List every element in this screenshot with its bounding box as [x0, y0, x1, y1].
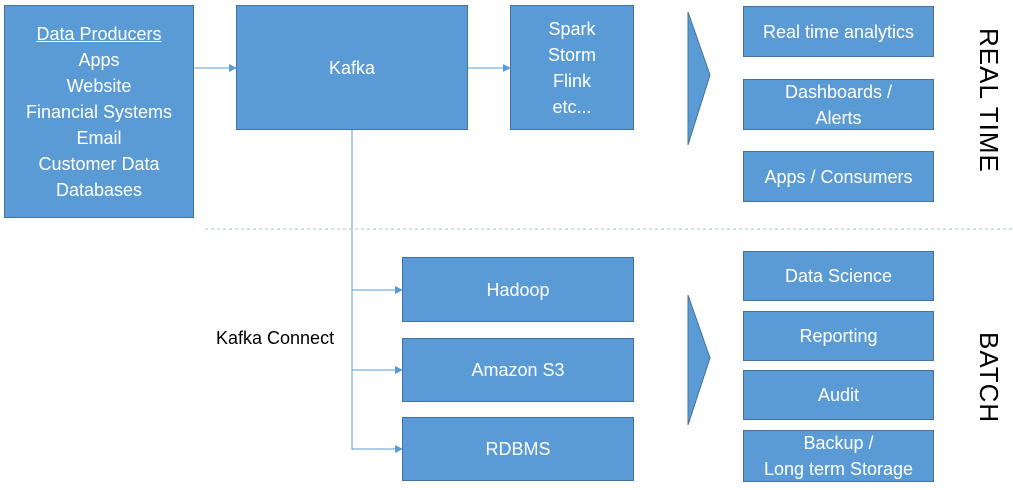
- stream-processors-box: Spark Storm Flink etc...: [510, 5, 634, 130]
- dashboards-label-line: Dashboards /: [784, 81, 893, 102]
- reporting-label: Reporting: [799, 326, 878, 346]
- producer-item: Website: [66, 75, 132, 96]
- apps-consumers-box: Apps / Consumers: [743, 151, 934, 202]
- rdbms-label: RDBMS: [485, 439, 551, 459]
- stream-processor-item: Storm: [547, 44, 596, 65]
- stream-processor-item: etc...: [552, 96, 592, 117]
- backup-storage-box: Backup / Long term Storage: [743, 430, 934, 482]
- batch-flow-arrow: [687, 294, 711, 426]
- data-science-label: Data Science: [784, 266, 893, 286]
- producer-item: Financial Systems: [25, 101, 173, 122]
- apps-consumers-label: Apps / Consumers: [764, 166, 913, 187]
- kafka-label: Kafka: [328, 57, 376, 78]
- realtime-analytics-label: Real time analytics: [762, 21, 915, 42]
- stream-processor-item: Spark: [548, 18, 596, 39]
- amazon-s3-box: Amazon S3: [402, 338, 634, 402]
- rdbms-box: RDBMS: [402, 417, 634, 481]
- batch-section-label: BATCH: [974, 332, 1004, 424]
- amazon-s3-label: Amazon S3: [471, 360, 565, 380]
- kafka-connect-label: Kafka Connect: [216, 328, 335, 348]
- hadoop-box: Hadoop: [402, 257, 634, 322]
- producer-item: Apps: [78, 49, 120, 70]
- backup-label-line: Long term Storage: [763, 459, 914, 479]
- reporting-box: Reporting: [743, 311, 934, 361]
- hadoop-label: Hadoop: [486, 279, 550, 300]
- backup-label-line: Backup /: [803, 433, 874, 453]
- producer-item: Email: [76, 127, 122, 148]
- data-producers-box: Data Producers Apps Website Financial Sy…: [4, 5, 194, 218]
- realtime-analytics-box: Real time analytics: [743, 6, 934, 57]
- producer-item: Databases: [55, 179, 143, 200]
- dashboards-label-line: Alerts: [815, 107, 862, 128]
- dashboards-alerts-box: Dashboards / Alerts: [743, 79, 934, 130]
- realtime-flow-arrow: [687, 11, 711, 146]
- data-producers-heading: Data Producers: [36, 23, 162, 44]
- kafka-box: Kafka: [236, 5, 468, 130]
- stream-processor-item: Flink: [552, 70, 591, 91]
- data-science-box: Data Science: [743, 251, 934, 301]
- realtime-section-label: REAL TIME: [974, 28, 1004, 173]
- producer-item: Customer Data: [38, 153, 160, 174]
- audit-label: Audit: [817, 385, 860, 405]
- audit-box: Audit: [743, 370, 934, 420]
